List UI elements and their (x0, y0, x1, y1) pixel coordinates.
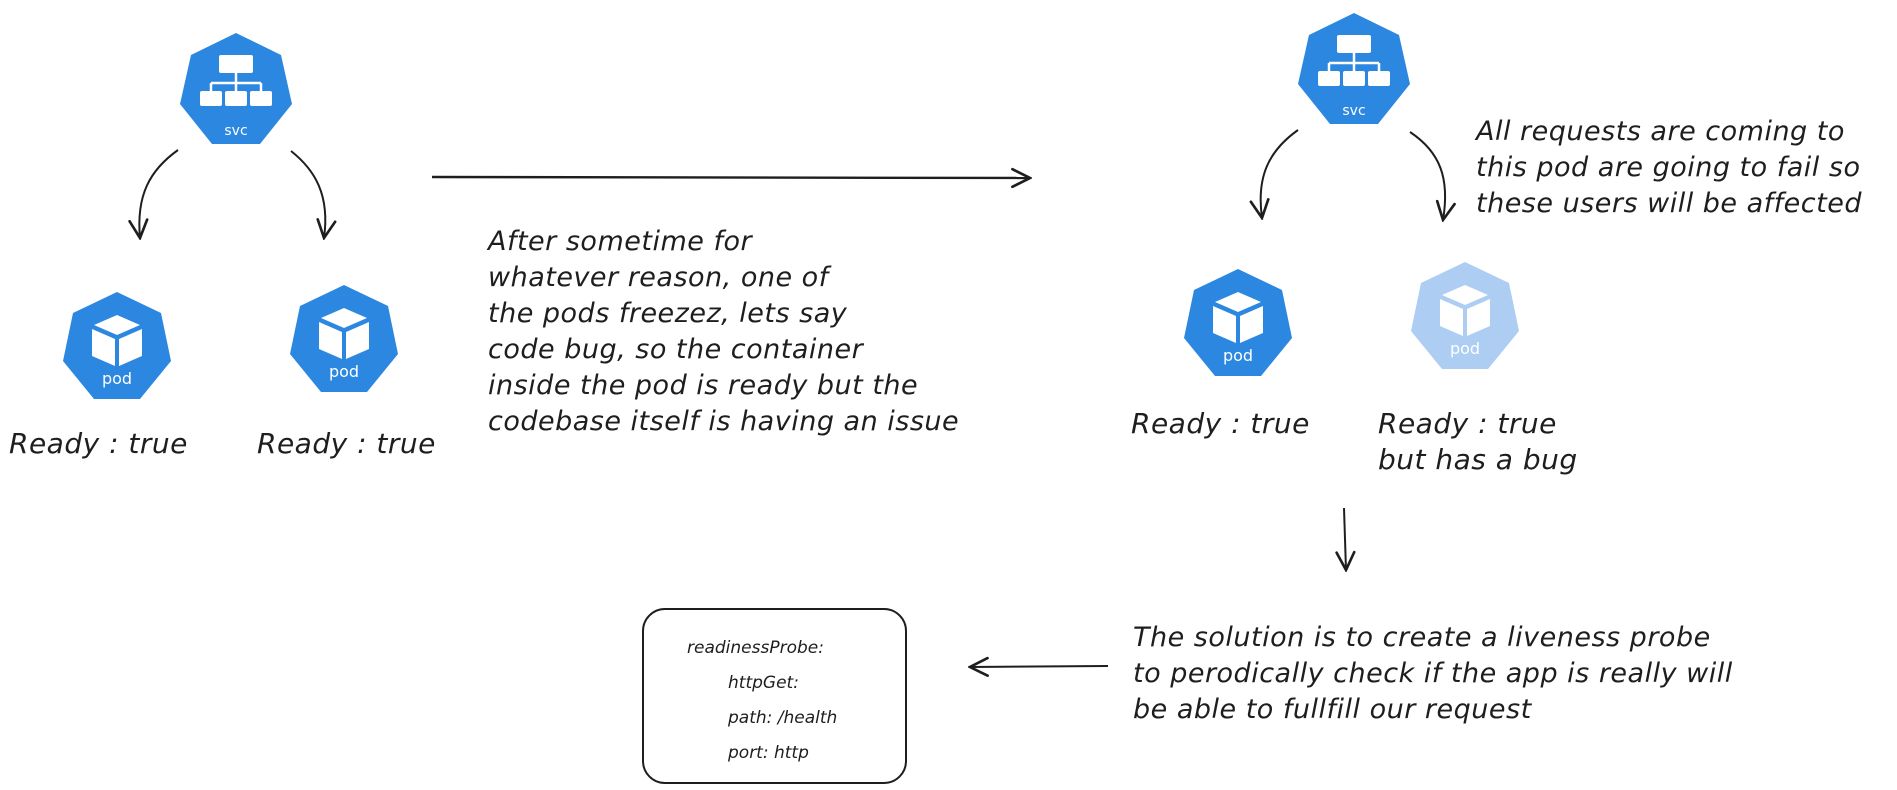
left-pod1-label: pod (102, 369, 132, 388)
transition-note-line: code bug, so the container (488, 334, 864, 365)
right-service-label: svc (1342, 103, 1365, 119)
solution-note-line: to perodically check if the app is reall… (1133, 658, 1733, 689)
probe-config-line: httpGet: (728, 673, 799, 693)
transition-note-line: the pods freezez, lets say (488, 298, 848, 329)
right-arrow-to-pod1 (1261, 129, 1299, 218)
solution-note: The solution is to create a liveness pro… (1133, 620, 1733, 728)
probe-config-line: readinessProbe: (687, 638, 824, 658)
solution-to-config-arrow (970, 666, 1109, 667)
probe-config-line: port: http (728, 743, 809, 763)
left-service-icon: svc (174, 27, 298, 150)
transition-note-line: codebase itself is having an issue (488, 406, 960, 437)
failure-note-line: these users will be affected (1476, 188, 1862, 219)
right-pod2-status: Ready : true but has a bug (1378, 406, 1578, 478)
left-pod1-icon: pod (57, 286, 177, 405)
transition-note-line: inside the pod is ready but the (488, 370, 919, 401)
right-pod2-status-line: Ready : true (1378, 407, 1557, 440)
solution-note-line: be able to fullfill our request (1133, 694, 1532, 725)
left-pod1-status: Ready : true (9, 427, 188, 460)
left-pod2-icon: pod (284, 279, 404, 398)
down-arrow-to-solution (1344, 507, 1346, 570)
probe-config-box (642, 608, 907, 784)
transition-note-line: After sometime for (488, 226, 753, 257)
right-service-icon: svc (1292, 7, 1416, 130)
right-pod2-faded-icon: pod (1405, 256, 1525, 375)
left-arrow-to-pod1 (139, 149, 179, 238)
transition-note-line: whatever reason, one of (488, 262, 829, 293)
left-service-label: svc (224, 123, 247, 139)
solution-note-line: The solution is to create a liveness pro… (1133, 622, 1711, 653)
transition-arrow (431, 177, 1030, 178)
transition-note: After sometime for whatever reason, one … (488, 224, 959, 440)
failure-note-line: this pod are going to fail so (1476, 152, 1861, 183)
right-pod2-status-line: but has a bug (1378, 443, 1578, 476)
right-pod2-label: pod (1450, 339, 1480, 358)
probe-config-line: path: /health (728, 708, 838, 728)
right-arrow-to-pod2 (1409, 131, 1445, 220)
right-pod1-status: Ready : true (1131, 407, 1310, 440)
left-arrow-to-pod2 (290, 150, 325, 238)
failure-note-line: All requests are coming to (1476, 116, 1845, 147)
failure-note: All requests are coming to this pod are … (1476, 114, 1862, 222)
left-pod2-status: Ready : true (257, 427, 436, 460)
right-pod1-label: pod (1223, 346, 1253, 365)
left-pod2-label: pod (329, 362, 359, 381)
right-pod1-icon: pod (1178, 263, 1298, 382)
